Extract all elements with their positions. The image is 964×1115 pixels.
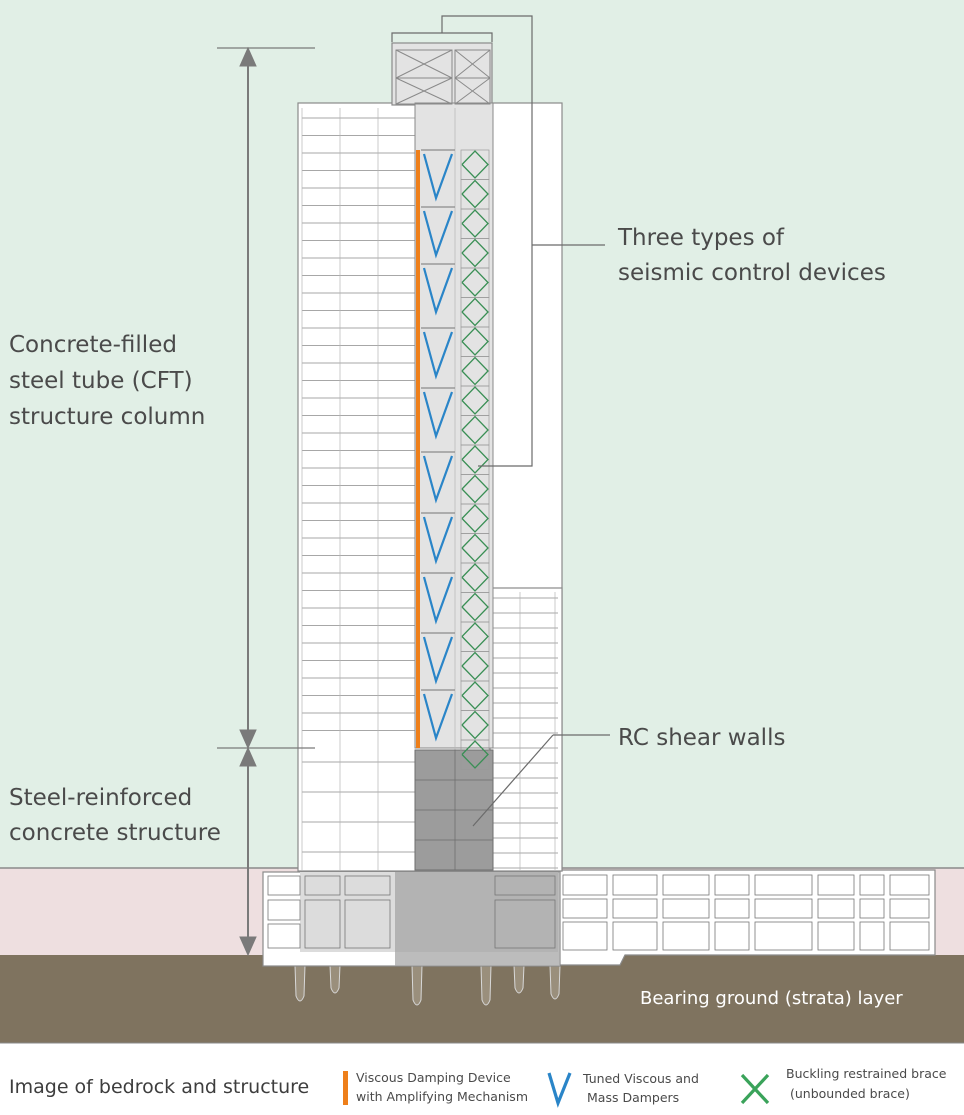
legend-item-tuned-line1: Tuned Viscous and <box>582 1071 699 1086</box>
cft-label-line1: Concrete-filled <box>9 332 177 358</box>
rc-walls-label: RC shear walls <box>618 725 785 751</box>
legend-item-viscous-line1: Viscous Damping Device <box>356 1070 511 1085</box>
legend-background <box>0 1043 964 1115</box>
src-label-line1: Steel-reinforced <box>9 785 192 811</box>
cft-label-line3: structure column <box>9 404 205 430</box>
legend-title: Image of bedrock and structure <box>9 1076 309 1098</box>
legend-item-tuned-line2: Mass Dampers <box>587 1090 679 1105</box>
tower-basement <box>262 871 561 967</box>
devices-label-line2: seismic control devices <box>618 260 886 286</box>
devices-label-line1: Three types of <box>617 225 785 251</box>
crown-trusses <box>395 49 491 105</box>
building-core <box>414 102 494 749</box>
bearing-ground-label: Bearing ground (strata) layer <box>640 988 903 1009</box>
seismic-devices-leader <box>391 15 605 467</box>
blue-v-icon <box>547 1072 572 1108</box>
cft-label-line2: steel tube (CFT) <box>9 368 193 394</box>
legend-item-brace-line1: Buckling restrained brace <box>786 1066 947 1081</box>
src-label-line2: concrete structure <box>9 820 221 846</box>
foundation-piles <box>294 964 561 1006</box>
legend-item-viscous-line2: with Amplifying Mechanism <box>356 1089 528 1104</box>
legend-item-brace-line2: (unbounded brace) <box>790 1086 910 1101</box>
tower <box>297 42 563 872</box>
rc-walls-pointer <box>472 734 554 827</box>
orange-bar-icon <box>343 1071 348 1105</box>
dimension-arrows <box>217 46 315 957</box>
green-x-icon <box>740 1073 770 1105</box>
podium-basement <box>554 869 936 966</box>
